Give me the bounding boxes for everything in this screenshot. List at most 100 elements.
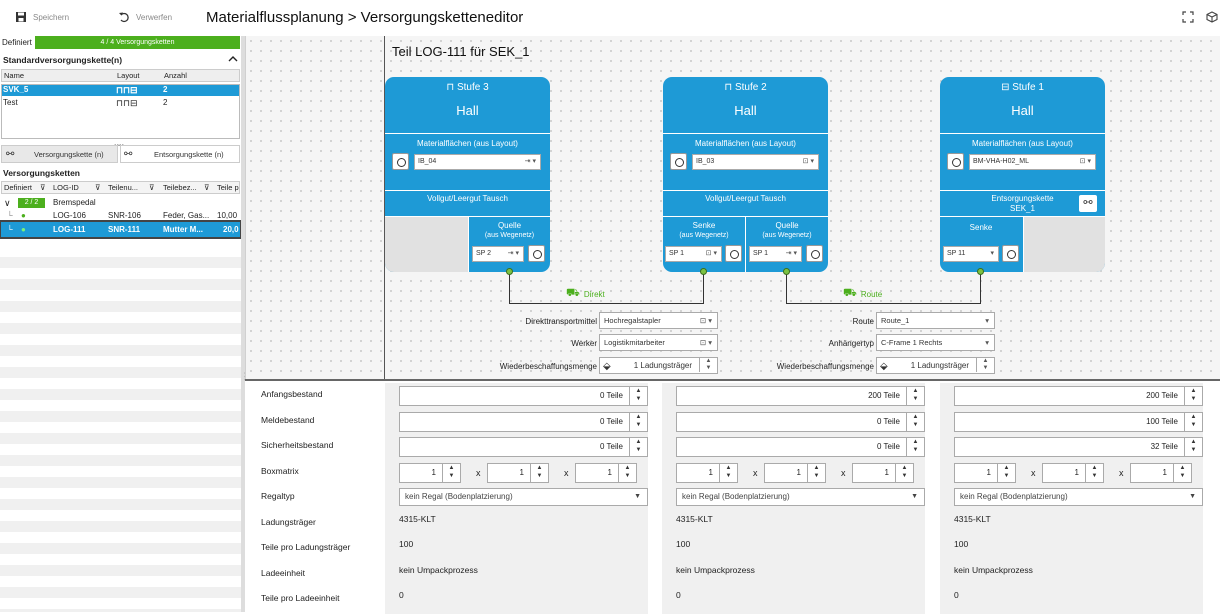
trailer-type-select[interactable]: C-Frame 1 Rechts▾	[876, 334, 995, 351]
box-matrix-stepper[interactable]: 1▲▼	[764, 463, 826, 483]
box-matrix-stepper[interactable]: 1▲▼	[1042, 463, 1104, 483]
stepper-arrows-icon[interactable]: ▲▼	[1173, 464, 1191, 482]
fit-view-icon[interactable]	[1182, 11, 1194, 23]
stepper-arrows-icon[interactable]: ▲▼	[618, 464, 636, 482]
box-matrix-stepper[interactable]: 1▲▼	[575, 463, 637, 483]
box-matrix-stepper[interactable]: 1▲▼	[487, 463, 549, 483]
col-defined[interactable]: Definiert	[4, 183, 32, 192]
stepper-arrows-icon[interactable]: ▲▼	[1184, 438, 1202, 456]
tab-disposal-chains[interactable]: ⚯ Entsorgungskette (n)	[120, 145, 240, 163]
material-area-select[interactable]: BM-VHA-H02_ML⊡ ▾	[969, 154, 1096, 170]
stepper-arrows-icon[interactable]: ▲▼	[629, 438, 647, 456]
box-matrix-stepper[interactable]: 1▲▼	[1130, 463, 1192, 483]
chevron-down-icon[interactable]: ∨	[4, 198, 11, 208]
target-icon[interactable]	[1002, 245, 1019, 262]
chain-link-icon[interactable]: ⚯	[1079, 195, 1097, 212]
target-icon[interactable]	[947, 153, 964, 170]
col-part-no[interactable]: Teilenu...	[108, 183, 139, 192]
connector-dot[interactable]	[977, 268, 984, 275]
table-row[interactable]: └ ● LOG-111 SNR-111 Mutter M... 20,0	[0, 220, 242, 239]
rack-type-select[interactable]: kein Regal (Bodenplatzierung)▼	[676, 488, 925, 506]
stepper-arrows-icon[interactable]: ▲▼	[629, 387, 647, 405]
box-matrix-stepper[interactable]: 1▲▼	[676, 463, 738, 483]
panel-splitter[interactable]	[241, 36, 245, 612]
reorder-qty-stepper[interactable]: ⬙1 Ladungsträger▲▼	[599, 357, 718, 374]
box-matrix-stepper[interactable]: 1▲▼	[852, 463, 914, 483]
chevron-up-icon[interactable]	[228, 55, 238, 63]
tab-supply-chains[interactable]: ⚯ Versorgungskette (n)	[1, 145, 118, 163]
target-icon[interactable]	[670, 153, 687, 170]
discard-button[interactable]: Verwerfen	[118, 11, 172, 23]
rack-type-select[interactable]: kein Regal (Bodenplatzierung)▼	[399, 488, 648, 506]
target-icon[interactable]	[725, 245, 742, 262]
stepper-arrows-icon[interactable]: ▲▼	[895, 464, 913, 482]
safety-stock-stepper[interactable]: 0 Teile▲▼	[676, 437, 925, 457]
times-label: x	[1119, 468, 1124, 478]
worker-select[interactable]: Logistikmitarbeiter⊡ ▾	[599, 334, 718, 351]
times-label: x	[753, 468, 758, 478]
stepper-arrows-icon[interactable]: ▲▼	[1085, 464, 1103, 482]
col-part-desc[interactable]: Teilebez...	[163, 183, 197, 192]
stepper-arrows-icon[interactable]: ▲▼	[719, 464, 737, 482]
target-icon[interactable]	[392, 153, 409, 170]
sink-label: Senke(aus Wegenetz)	[679, 221, 729, 239]
group-row[interactable]: ∨ 2 / 2 Bremspedal	[1, 197, 240, 209]
safety-stock-stepper[interactable]: 0 Teile▲▼	[399, 437, 648, 457]
load-carrier-value: 4315-KLT	[676, 514, 713, 524]
3d-view-icon[interactable]	[1206, 11, 1218, 23]
stage-3-card[interactable]: ⊓ Stufe 3 Hall Materialflächen (aus Layo…	[385, 77, 550, 272]
rack-type-select[interactable]: kein Regal (Bodenplatzierung)▼	[954, 488, 1203, 506]
stepper-arrows-icon[interactable]: ▲▼	[530, 464, 548, 482]
stepper-arrows-icon[interactable]: ▲▼	[442, 464, 460, 482]
initial-stock-stepper[interactable]: 200 Teile▲▼	[954, 386, 1203, 406]
box-matrix-stepper[interactable]: 1▲▼	[954, 463, 1016, 483]
transport-means-select[interactable]: Hochregalstapler⊡ ▾	[599, 312, 718, 329]
material-area-select[interactable]: IB_03⊡ ▾	[692, 154, 819, 170]
splitter-handle[interactable]: ....	[114, 138, 125, 148]
reorder-qty-stepper[interactable]: ⬙1 Ladungsträger▲▼	[876, 357, 995, 374]
col-parts-per[interactable]: Teile p	[217, 183, 239, 192]
stepper-arrows-icon[interactable]: ▲▼	[906, 387, 924, 405]
col-log-id[interactable]: LOG-ID	[53, 183, 79, 192]
filter-icon[interactable]: ⊽	[95, 183, 101, 192]
reorder-point-stepper[interactable]: 0 Teile▲▼	[399, 412, 648, 432]
reorder-point-stepper[interactable]: 0 Teile▲▼	[676, 412, 925, 432]
material-area-select[interactable]: IB_04⇥ ▾	[414, 154, 541, 170]
source-select[interactable]: SP 2⇥ ▾	[472, 246, 524, 262]
stage-2-card[interactable]: ⊓ Stufe 2 Hall Materialflächen (aus Layo…	[663, 77, 828, 272]
connector-dot[interactable]	[783, 268, 790, 275]
stepper-arrows-icon[interactable]: ▲▼	[1184, 387, 1202, 405]
table-row[interactable]: SVK_5 ⊓⊓⊟ 2	[1, 84, 240, 96]
sink-select[interactable]: SP 11▾	[943, 246, 999, 262]
source-select[interactable]: SP 1⇥ ▾	[749, 246, 802, 262]
initial-stock-stepper[interactable]: 200 Teile▲▼	[676, 386, 925, 406]
filter-icon[interactable]: ⊽	[40, 183, 46, 192]
target-icon[interactable]	[528, 245, 545, 262]
connector-dot[interactable]	[700, 268, 707, 275]
stage-1-card[interactable]: ⊟ Stufe 1 Hall Materialflächen (aus Layo…	[940, 77, 1105, 272]
stepper-arrows-icon[interactable]: ▲▼	[1184, 413, 1202, 431]
route-select[interactable]: Route_1▾	[876, 312, 995, 329]
box-matrix-stepper[interactable]: 1▲▼	[399, 463, 461, 483]
safety-stock-stepper[interactable]: 32 Teile▲▼	[954, 437, 1203, 457]
initial-stock-stepper[interactable]: 0 Teile▲▼	[399, 386, 648, 406]
chain-icon: ⚯	[6, 149, 15, 160]
stepper-arrows-icon[interactable]: ▲▼	[629, 413, 647, 431]
table-row[interactable]: └ ● LOG-106 SNR-106 Feder, Gas... 10,00	[1, 210, 240, 221]
stepper-arrows-icon[interactable]: ▲▼	[807, 464, 825, 482]
filter-icon[interactable]: ⊽	[204, 183, 210, 192]
stepper-arrows-icon[interactable]: ▲▼	[906, 413, 924, 431]
col-name[interactable]: Name	[4, 71, 25, 80]
stepper-arrows-icon[interactable]: ▲▼	[906, 438, 924, 456]
target-icon[interactable]	[806, 245, 823, 262]
stepper-arrows-icon[interactable]: ▲▼	[997, 464, 1015, 482]
sink-select[interactable]: SP 1⊡ ▾	[665, 246, 722, 262]
save-button[interactable]: Speichern	[15, 11, 69, 23]
table-row[interactable]: Test ⊓⊓⊟ 2	[1, 97, 240, 109]
connector-dot[interactable]	[506, 268, 513, 275]
parts-per-carrier-value: 100	[399, 539, 414, 549]
filter-icon[interactable]: ⊽	[149, 183, 155, 192]
reorder-point-stepper[interactable]: 100 Teile▲▼	[954, 412, 1203, 432]
col-layout[interactable]: Layout	[117, 71, 140, 80]
empty-slot	[1023, 217, 1105, 272]
